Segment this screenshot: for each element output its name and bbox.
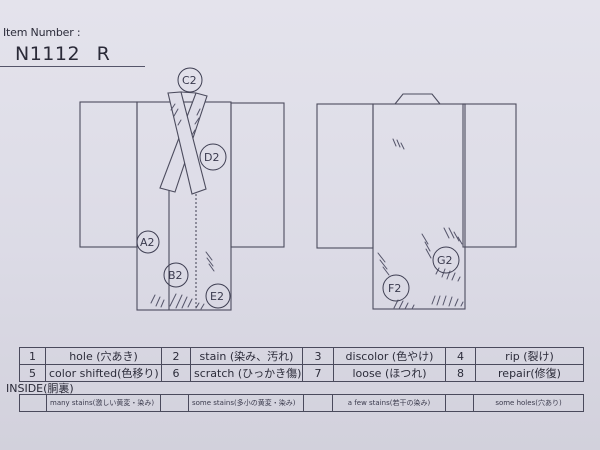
item-number-label: Item Number : bbox=[3, 26, 81, 39]
front-left-sleeve bbox=[79, 101, 138, 248]
front-collar-band-left bbox=[167, 91, 207, 195]
legend-label: scratch (ひっかき傷) bbox=[190, 364, 303, 382]
mark-d2: D2 bbox=[204, 151, 219, 164]
back-body bbox=[372, 103, 466, 310]
legend-label: stain (染み、汚れ) bbox=[190, 347, 303, 365]
inside-section-title: INSIDE(胴裏) bbox=[6, 382, 74, 395]
mark-e2: E2 bbox=[210, 290, 224, 303]
legend-label: repair(修復) bbox=[475, 364, 584, 382]
inside-checkbox-many-stains[interactable] bbox=[19, 394, 47, 412]
legend-row: 5 color shifted(色移り) 6 scratch (ひっかき傷) 7… bbox=[19, 364, 584, 382]
inside-label: some holes(穴あり) bbox=[473, 394, 584, 412]
legend-num: 2 bbox=[161, 347, 191, 365]
inside-condition-table: many stains(激しい黄変・染み) some stains(多小の黄変・… bbox=[19, 394, 584, 412]
damage-legend-table: 1 hole (穴あき) 2 stain (染み、汚れ) 3 discolor … bbox=[19, 347, 584, 382]
kimono-diagram: C2 D2 A2 B2 E2 G2 F2 bbox=[79, 67, 517, 311]
legend-num: 7 bbox=[302, 364, 334, 382]
mark-a2: A2 bbox=[140, 236, 155, 249]
item-number-value: N1112 R bbox=[15, 43, 111, 65]
legend-label: discolor (色やけ) bbox=[333, 347, 446, 365]
inside-checkbox-some-holes[interactable] bbox=[445, 394, 474, 412]
kimono-back-view: G2 F2 bbox=[316, 93, 517, 310]
inside-label: many stains(激しい黄変・染み) bbox=[46, 394, 161, 412]
mark-f2: F2 bbox=[388, 282, 401, 295]
mark-c2: C2 bbox=[182, 74, 197, 87]
legend-label: rip (裂け) bbox=[475, 347, 584, 365]
legend-label: hole (穴あき) bbox=[45, 347, 162, 365]
front-right-sleeve bbox=[230, 102, 285, 248]
back-left-sleeve bbox=[316, 103, 374, 249]
legend-num: 5 bbox=[19, 364, 46, 382]
inside-label: some stains(多小の黄変・染み) bbox=[188, 394, 304, 412]
legend-label: color shifted(色移り) bbox=[45, 364, 162, 382]
legend-row: 1 hole (穴あき) 2 stain (染み、汚れ) 3 discolor … bbox=[19, 347, 584, 365]
item-number-underline bbox=[0, 66, 145, 67]
legend-num: 1 bbox=[19, 347, 46, 365]
inside-label: a few stains(若干の染み) bbox=[332, 394, 446, 412]
back-collar bbox=[394, 93, 441, 105]
legend-num: 4 bbox=[445, 347, 476, 365]
mark-g2: G2 bbox=[437, 254, 453, 267]
legend-num: 6 bbox=[161, 364, 191, 382]
inside-row: many stains(激しい黄変・染み) some stains(多小の黄変・… bbox=[19, 394, 584, 412]
inside-checkbox-some-stains[interactable] bbox=[160, 394, 189, 412]
legend-num: 3 bbox=[302, 347, 334, 365]
inside-checkbox-few-stains[interactable] bbox=[303, 394, 333, 412]
legend-label: loose (ほつれ) bbox=[333, 364, 446, 382]
legend-num: 8 bbox=[445, 364, 476, 382]
back-right-sleeve bbox=[462, 103, 517, 248]
kimono-front-view: C2 D2 A2 B2 E2 bbox=[79, 67, 285, 311]
mark-b2: B2 bbox=[168, 269, 183, 282]
